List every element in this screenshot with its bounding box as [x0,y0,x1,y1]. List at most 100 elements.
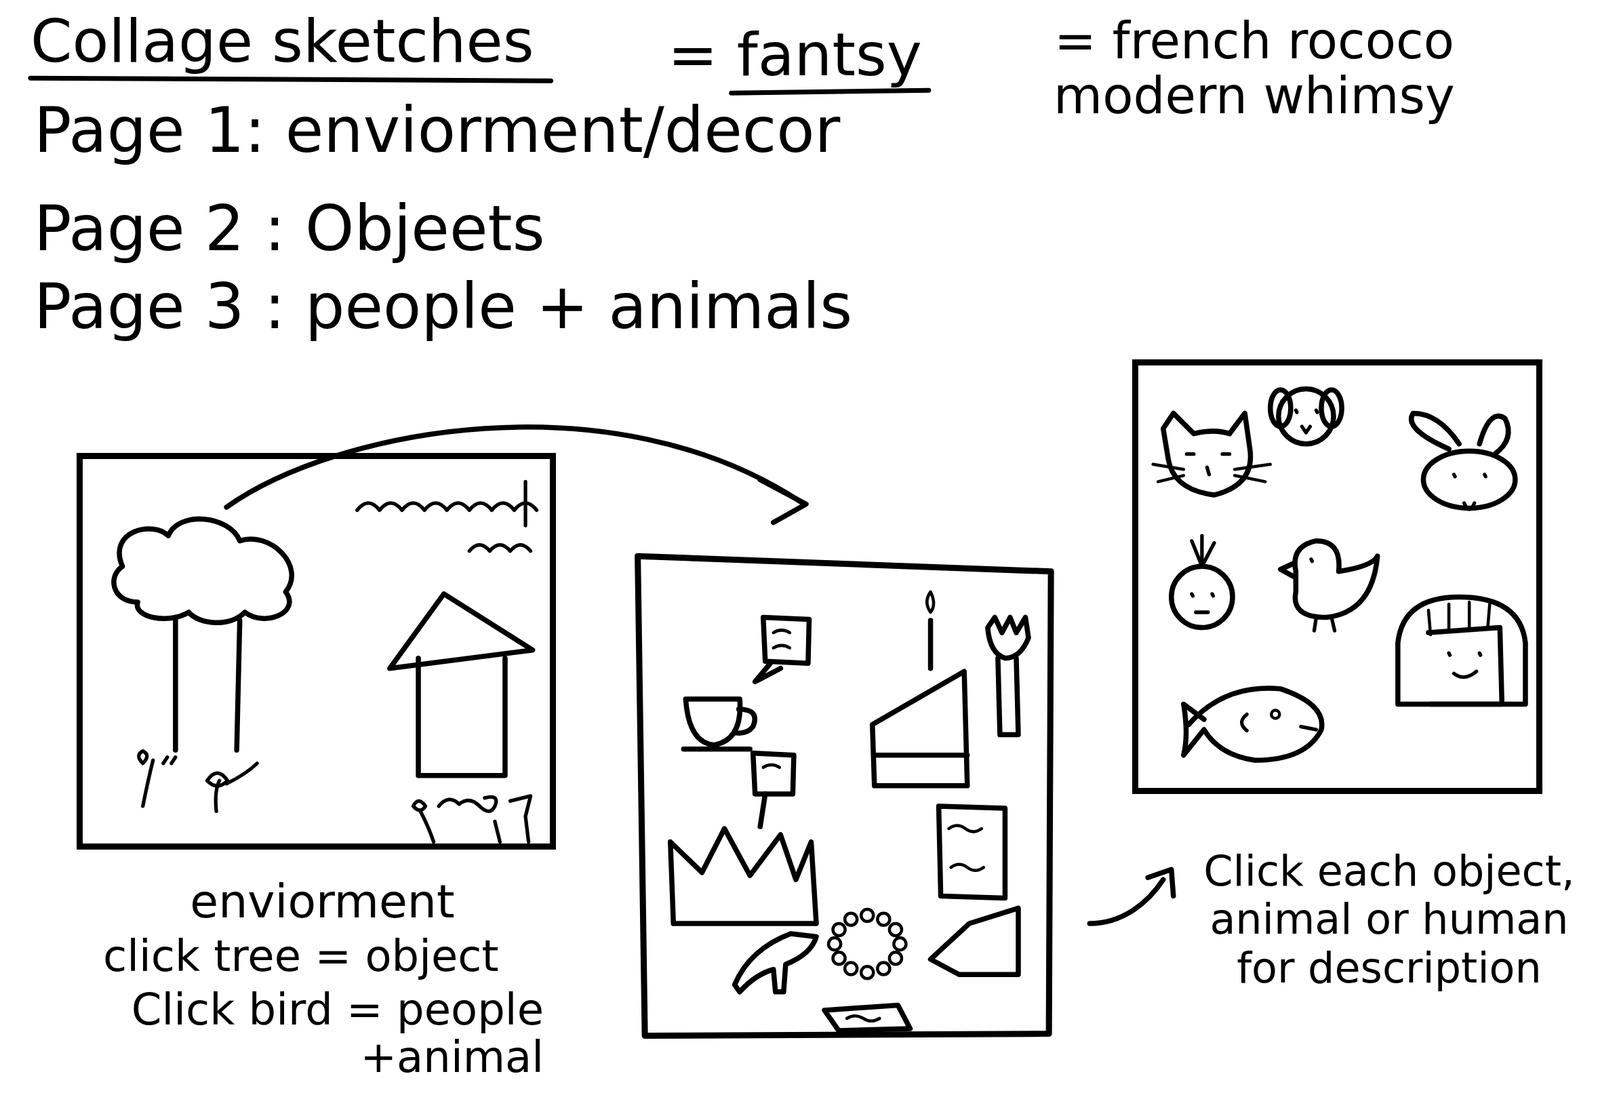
object-doodle [872,671,968,786]
object-doodle [930,907,1019,975]
object-doodle [877,962,890,975]
style-note: = french rococo modern whimsy [1016,13,1492,125]
object-doodle [763,764,780,768]
object-doodle [734,709,756,733]
animal-people-doodle [1171,566,1233,628]
object-doodle [889,923,902,936]
connector-arrow [1089,879,1163,924]
bird-flower-doodle [138,751,258,812]
page-caption: enviorment [82,875,563,929]
animal-people-doodle [1479,416,1509,455]
page-note: Page 3 : people + animals [33,271,853,344]
object-doodle [760,793,766,827]
animal-people-doodle [1454,474,1487,510]
tree-doodle [172,617,179,751]
object-doodle [861,909,874,922]
animal-people-doodle [1423,450,1515,508]
object-doodle [734,933,817,992]
people-animals-page-box: Click each object, animal or human for d… [1132,359,1543,794]
house-doodle [389,593,533,669]
object-doodle [889,951,902,965]
animal-people-doodle [1153,388,1526,760]
object-doodle [683,746,750,752]
page-note: Page 2 : Objeets [33,193,546,266]
object-doodle [755,663,782,682]
object-doodle [938,806,1006,898]
animal-people-doodle [1183,688,1323,760]
animal-people-doodle [1295,410,1318,433]
connector-arrow [1147,869,1174,896]
animal-people-doodle [1278,388,1334,444]
object-doodle [893,937,906,950]
object-doodle [861,966,874,979]
bird-flower-doodle [143,760,154,807]
animal-people-doodle [1397,596,1526,704]
cloud-wave-doodle [523,481,527,526]
connector-arrow [760,479,807,523]
tree-doodle [113,518,292,750]
house-flower-doodle [479,796,496,811]
object-doodle [773,629,790,648]
house-flower-doodle [420,810,434,842]
object-doodle [670,828,817,924]
animal-people-doodle [1242,714,1317,731]
object-doodle [846,1015,880,1022]
click-note: Click each object, animal or human for d… [1192,846,1586,992]
tree-doodle [113,518,292,623]
underline [731,90,929,93]
animal-people-doodle [1448,652,1481,677]
animal-people-doodle [1280,563,1295,577]
house-doodle [418,658,506,776]
bird-flower-doodle [226,763,257,784]
theme-note: = fantsy [667,20,923,89]
object-doodle [763,617,810,664]
click-note: click tree = object [103,931,499,982]
object-doodle [874,752,968,758]
click-note: Click bird = people +animal [82,985,544,1082]
object-doodle [685,698,740,746]
cloud-wave-doodle [357,481,537,551]
object-doodle [828,909,906,979]
object-doodle [987,617,1029,659]
cloud-wave-doodle [469,545,531,552]
animal-people-doodle [1411,413,1459,450]
object-doodle [824,1004,910,1031]
animal-people-doodle [1428,627,1502,705]
object-doodle [670,591,1029,1031]
animal-people-doodle [1294,541,1378,618]
page-note: Page 1: enviorment/decor [33,94,840,167]
house-doodle [389,593,533,776]
object-doodle [877,913,890,926]
animal-people-doodle [1271,709,1280,718]
bird-flower-doodle [207,772,228,786]
tree-doodle [236,620,240,750]
animal-people-doodle [1191,535,1215,567]
connector-arrow [226,427,801,508]
bird-flower-doodle [163,757,176,764]
house-flower-doodle [438,799,480,807]
object-doodle [926,591,934,613]
animal-people-doodle [1191,593,1214,613]
environment-page-box: enviormentclick tree = objectClick bird … [76,452,556,850]
object-doodle [753,753,794,794]
objects-box [637,555,1052,1036]
object-doodle [928,620,934,669]
underline [30,77,552,81]
object-doodle [833,951,846,965]
sketch-title: Collage sketches [30,6,535,76]
object-doodle [828,937,841,950]
bird-flower-doodle [138,751,148,764]
house-flower-doodle [510,795,531,843]
animal-people-doodle [1428,602,1490,635]
house-flower-doodle [413,800,426,811]
object-doodle [844,962,857,975]
object-doodle [997,658,1019,735]
animal-people-doodle [1311,559,1335,631]
cloud-wave-doodle [357,503,537,511]
objects-box [637,555,1052,1036]
house-flower-doodle [494,821,501,843]
object-doodle [833,923,846,936]
animal-people-doodle [1163,413,1251,495]
animal-people-doodle [1186,454,1230,475]
